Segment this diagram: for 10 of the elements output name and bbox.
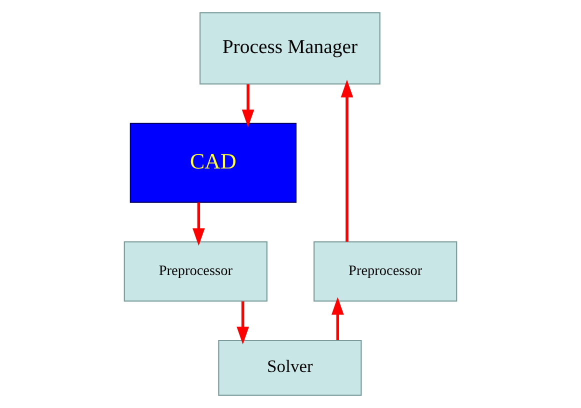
arrow <box>332 297 344 340</box>
node-box: CAD <box>130 122 297 203</box>
arrow <box>192 202 205 246</box>
node-box: Process Manager <box>200 12 380 84</box>
node-box: Preprocessor <box>314 241 458 302</box>
arrow <box>236 301 249 344</box>
node-box: Preprocessor <box>124 241 268 302</box>
arrow <box>242 84 254 128</box>
node-box: Solver <box>218 340 362 396</box>
arrow <box>340 80 354 242</box>
